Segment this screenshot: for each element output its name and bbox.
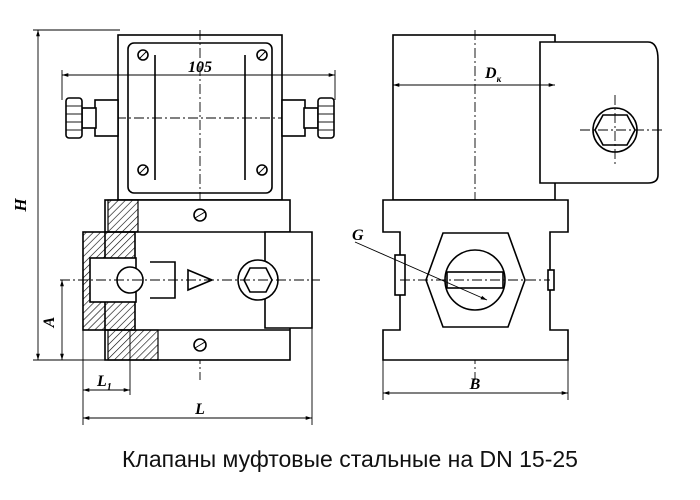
body-screw xyxy=(193,338,207,352)
cover-screw xyxy=(137,164,149,176)
figure-caption: Клапаны муфтовые стальные на DN 15-25 xyxy=(122,446,578,472)
thread-leader-line xyxy=(354,241,488,301)
width-dimension-label: 105 xyxy=(188,59,212,76)
cable-gland-left xyxy=(65,97,119,139)
junction-box-side xyxy=(539,41,659,184)
cover-screw xyxy=(256,49,268,61)
coil-housing xyxy=(392,34,556,201)
side-view: Dк G B xyxy=(352,30,665,400)
coil-diameter-dimension-label: Dк xyxy=(484,65,502,84)
front-view: 105 H A L1 L xyxy=(11,29,336,425)
base-width-dimension-label: B xyxy=(469,376,481,393)
length-dimension-label: L xyxy=(194,401,205,418)
height-dimension-label: H xyxy=(11,198,30,213)
axis-height-dimension-label: A xyxy=(41,316,58,328)
cover-screw xyxy=(137,49,149,61)
port-length-dimension-label: L1 xyxy=(96,373,112,393)
body-screw xyxy=(193,208,207,222)
valve-technical-drawing: 105 H A L1 L Dк xyxy=(11,29,665,425)
thread-dimension-label: G xyxy=(352,227,364,244)
cover-screw xyxy=(256,164,268,176)
cable-gland-right xyxy=(281,97,335,139)
